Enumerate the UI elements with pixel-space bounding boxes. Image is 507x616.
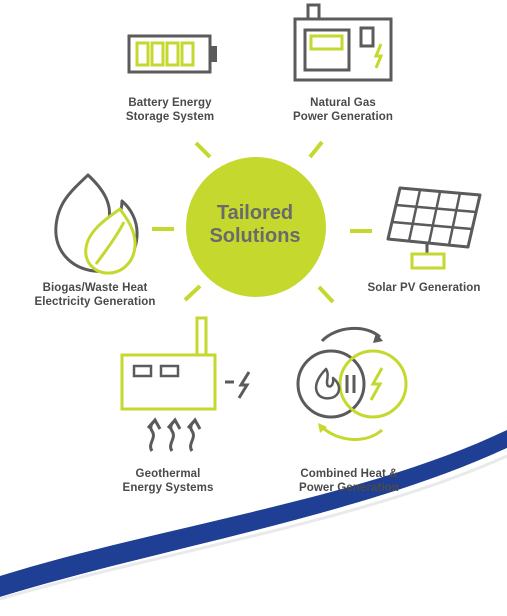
hub-title: Tailored Solutions xyxy=(187,202,323,248)
label-biogas-waste-heat: Biogas/Waste Heat Electricity Generation xyxy=(34,282,156,308)
solar-panel-icon xyxy=(386,186,482,270)
hub-title-line2: Solutions xyxy=(209,225,301,247)
geothermal-icon xyxy=(120,316,251,452)
label-combined-heat-power: Combined Heat & Power Generation xyxy=(298,468,399,494)
hub-rays xyxy=(152,140,372,304)
gray-swoosh-edge xyxy=(0,454,507,601)
label-solar-pv: Solar PV Generation xyxy=(367,282,481,294)
gas-generator-icon xyxy=(293,3,393,82)
label-geothermal: Geothermal Energy Systems xyxy=(122,468,214,494)
navy-swoosh xyxy=(0,430,507,597)
white-swoosh-band xyxy=(0,448,507,616)
battery-icon xyxy=(127,34,217,74)
biogas-flame-icon xyxy=(54,173,139,275)
combined-heat-power-icon xyxy=(296,326,408,441)
hub-circle xyxy=(186,157,326,297)
label-natural-gas: Natural Gas Power Generation xyxy=(292,97,393,123)
label-battery-storage: Battery Energy Storage System xyxy=(125,97,215,123)
hub-title-line1: Tailored xyxy=(216,202,294,224)
